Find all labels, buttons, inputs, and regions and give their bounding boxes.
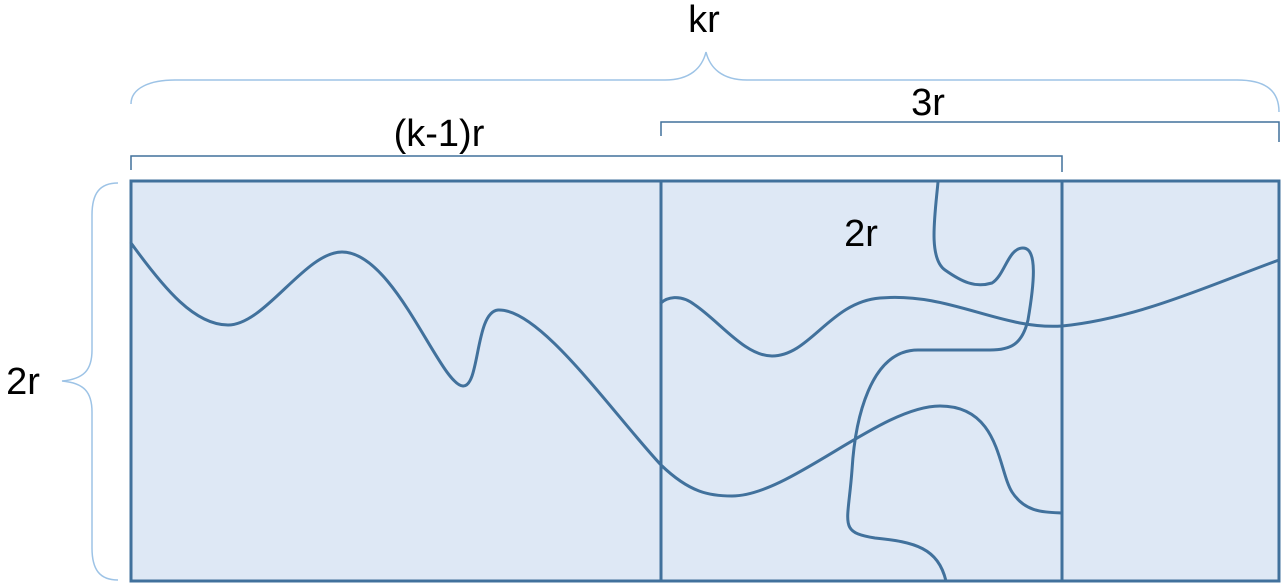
brace-height: [61, 182, 119, 581]
curve-middle-loop: [846, 180, 1035, 583]
bracket-3r: [660, 121, 1280, 142]
main-rectangle: [129, 179, 1281, 583]
label-kr: kr: [688, 0, 720, 41]
bracket-k-minus-1-r: [130, 155, 1063, 172]
curve-right-long: [659, 258, 1281, 358]
label-k-minus-1-r: (k-1)r: [394, 113, 485, 155]
label-3r: 3r: [911, 82, 945, 124]
brace-kr: [130, 51, 1280, 113]
label-height-2r: 2r: [6, 361, 40, 403]
curve-left-long: [129, 241, 1064, 515]
label-middle-2r: 2r: [844, 213, 878, 255]
